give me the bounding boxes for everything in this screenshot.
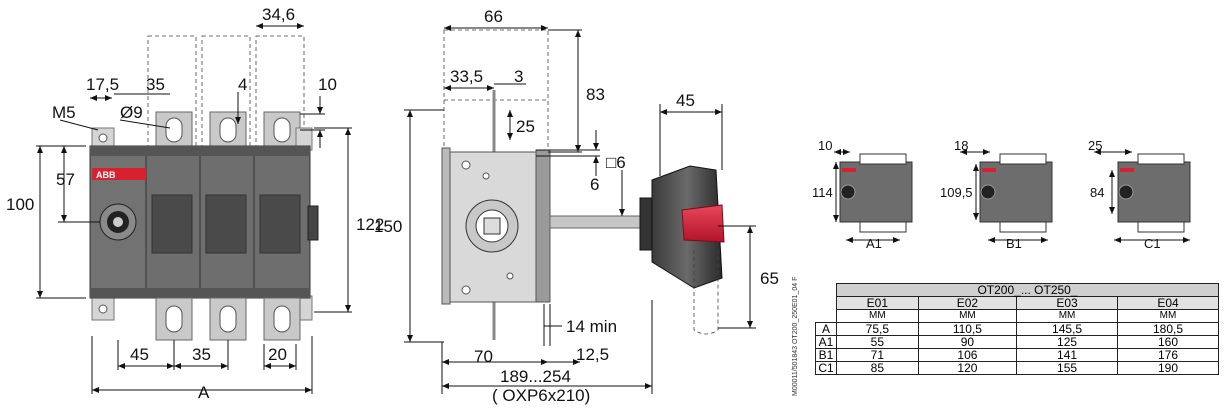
dim-square-6: □6 bbox=[606, 153, 626, 172]
row-label: B1 bbox=[815, 348, 837, 362]
small-a1-top: 10 bbox=[818, 138, 832, 153]
table-cell: 75,5 bbox=[836, 322, 919, 336]
dim-100: 100 bbox=[6, 195, 34, 214]
table-col-header: E02 bbox=[917, 296, 1018, 310]
small-a1-side: 114 bbox=[812, 185, 833, 200]
shaft bbox=[549, 215, 647, 229]
dim-m5: M5 bbox=[52, 103, 76, 122]
table-cell: 120 bbox=[917, 361, 1018, 375]
table-cell: 125 bbox=[1016, 335, 1119, 349]
dim-83: 83 bbox=[586, 85, 605, 104]
dim-66: 66 bbox=[484, 7, 503, 26]
bottom-terminals bbox=[155, 297, 301, 341]
small-a1-bottom: A1 bbox=[866, 236, 882, 251]
dim-122: 122 bbox=[356, 215, 384, 234]
table-row: A1 55 90 125 160 bbox=[815, 335, 1219, 349]
table-cell: 176 bbox=[1117, 348, 1219, 362]
table-row: A 75,5 110,5 145,5 180,5 bbox=[815, 322, 1219, 336]
table-col-header: E01 bbox=[836, 296, 919, 310]
table-cell: 55 bbox=[836, 335, 919, 349]
small-b1-bottom: B1 bbox=[1006, 236, 1022, 251]
table-cell: 180,5 bbox=[1117, 322, 1219, 336]
dim-a: A bbox=[198, 383, 210, 402]
dim-57: 57 bbox=[56, 170, 75, 189]
dim-dia9: Ø9 bbox=[120, 103, 143, 122]
dim-25: 25 bbox=[516, 117, 535, 136]
dim-34-6: 34,6 bbox=[262, 5, 295, 24]
dim-12-5: 12,5 bbox=[576, 345, 609, 364]
table-cell: 85 bbox=[836, 361, 919, 375]
dim-14-min: 14 min bbox=[566, 317, 617, 336]
dim-10: 10 bbox=[318, 75, 337, 94]
document-code: M00011/501843 OT200_250E01_04 F bbox=[792, 277, 799, 396]
row-label: A1 bbox=[815, 335, 837, 349]
dim-150: 150 bbox=[374, 217, 402, 236]
side-view: 66 33,5 3 83 25 6 □6 45 150 65 14 min 70… bbox=[374, 7, 779, 405]
table-unit: MM bbox=[917, 309, 1018, 323]
dim-6: 6 bbox=[590, 175, 599, 194]
small-b1-top: 18 bbox=[954, 138, 968, 153]
dim-17-5: 17,5 bbox=[86, 75, 119, 94]
dim-65: 65 bbox=[760, 269, 779, 288]
dim-70: 70 bbox=[474, 347, 493, 366]
top-terminals bbox=[155, 111, 301, 149]
dim-35-top: 35 bbox=[146, 75, 165, 94]
dim-45-handle: 45 bbox=[676, 91, 695, 110]
table-unit: MM bbox=[1016, 309, 1119, 323]
table-cell: 110,5 bbox=[917, 322, 1018, 336]
table-cell: 155 bbox=[1016, 361, 1119, 375]
brand-label bbox=[92, 168, 146, 180]
dim-20: 20 bbox=[268, 345, 287, 364]
dim-oxp6x210: ( OXP6x210) bbox=[492, 386, 590, 405]
small-view-c1: 25 84 C1 bbox=[1088, 138, 1191, 251]
dim-189-254: 189...254 bbox=[500, 367, 571, 386]
table-col-header: E04 bbox=[1117, 296, 1219, 310]
dim-33-5: 33,5 bbox=[450, 67, 483, 86]
table-cell: 71 bbox=[836, 348, 919, 362]
small-b1-side: 109,5 bbox=[940, 185, 973, 200]
table-unit: MM bbox=[836, 309, 919, 323]
dim-3: 3 bbox=[514, 67, 523, 86]
table-cell: 160 bbox=[1117, 335, 1219, 349]
dimension-table: OT200_... OT250_ E01 E02 E03 E04 MM MM M… bbox=[815, 283, 1219, 375]
table-cell: 106 bbox=[917, 348, 1018, 362]
front-view: ABB bbox=[6, 5, 384, 402]
dim-35-bottom: 35 bbox=[192, 345, 211, 364]
small-view-a1: 10 114 A1 bbox=[812, 138, 913, 251]
table-cell: 90 bbox=[917, 335, 1018, 349]
row-label: A bbox=[815, 322, 837, 336]
table-row: C1 85 120 155 190 bbox=[815, 361, 1219, 375]
table-cell: 141 bbox=[1016, 348, 1119, 362]
table-unit: MM bbox=[1117, 309, 1219, 323]
table-col-header: E03 bbox=[1016, 296, 1119, 310]
table-cell: 145,5 bbox=[1016, 322, 1119, 336]
small-c1-bottom: C1 bbox=[1144, 236, 1161, 251]
small-c1-side: 84 bbox=[1090, 185, 1104, 200]
dim-4: 4 bbox=[238, 75, 247, 94]
dim-45: 45 bbox=[130, 345, 149, 364]
small-c1-top: 25 bbox=[1088, 138, 1102, 153]
brand-text: ABB bbox=[96, 170, 116, 180]
table-row: B1 71 106 141 176 bbox=[815, 348, 1219, 362]
table-cell: 190 bbox=[1117, 361, 1219, 375]
row-label: C1 bbox=[815, 361, 837, 375]
table-title: OT200_... OT250_ bbox=[836, 283, 1219, 297]
small-view-b1: 18 109,5 B1 bbox=[940, 138, 1053, 251]
